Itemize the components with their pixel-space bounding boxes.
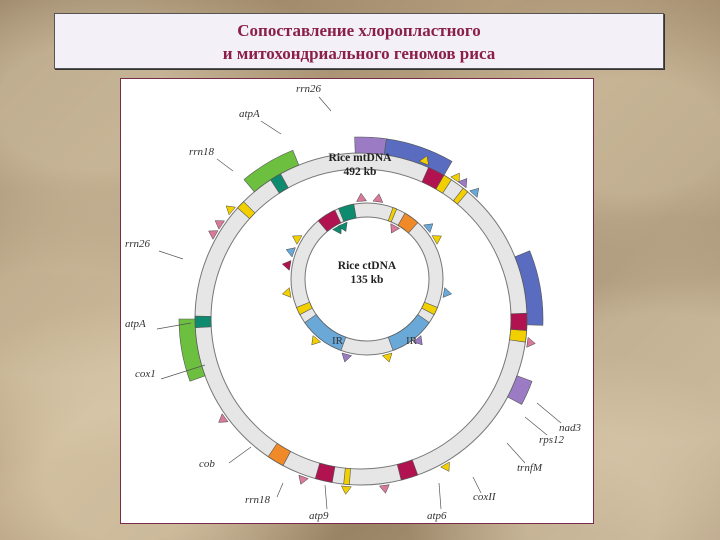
mt-outer-arc-green-top — [243, 149, 300, 193]
mt-marker-5 — [440, 461, 450, 472]
leader-coxII — [472, 476, 482, 494]
leader-atp6 — [438, 482, 442, 510]
mt-outer-arc-purple-top — [354, 136, 387, 155]
label-rrn18-bottom: rrn18 — [245, 494, 271, 506]
mt-gene-yellow-4 — [452, 187, 469, 205]
ct-gene-orange-1 — [397, 212, 419, 234]
label-trnfM: trnfM — [517, 462, 543, 474]
ct-ir-left-label: IR — [332, 335, 344, 347]
label-rps12: rps12 — [539, 434, 565, 446]
leader-rps12 — [524, 416, 548, 436]
ct-marker-5 — [412, 335, 423, 346]
leader-atpA-top — [260, 120, 282, 135]
mt-gene-rrn18-bottom — [314, 462, 336, 483]
mt-genome-size: 492 kb — [344, 166, 377, 178]
mt-gene-yellow-1 — [435, 174, 452, 194]
ct-ir-left-arc — [304, 314, 347, 351]
title-line-1: Сопоставление хлоропластного — [237, 21, 481, 40]
ct-genome-size: 135 kb — [351, 274, 384, 286]
label-leaders — [156, 96, 562, 510]
ct-inner-marker-1 — [337, 221, 348, 232]
mt-marker-1 — [450, 172, 460, 183]
mt-marker-6 — [378, 484, 390, 494]
mt-gene-atp9 — [343, 467, 351, 485]
leader-rrn26-left — [158, 250, 184, 260]
ct-gene-yellow-2 — [421, 301, 438, 316]
mt-marker-0 — [418, 155, 429, 166]
mt-gene-magenta-2 — [510, 312, 528, 331]
gene-segments — [178, 136, 544, 485]
label-rrn26-top: rrn26 — [296, 83, 322, 95]
mt-gene-atpA-left — [194, 315, 212, 329]
ct-marker-4 — [442, 287, 453, 298]
mt-marker-11 — [214, 220, 225, 230]
leader-rrn26-top — [318, 96, 332, 112]
ct-marker-8 — [311, 335, 322, 346]
mt-marker-12 — [225, 205, 236, 216]
mt-gene-cob — [267, 442, 291, 466]
ct-marker-0 — [356, 192, 368, 202]
ct-inner-marker-2 — [390, 223, 401, 234]
label-cox1: cox1 — [135, 368, 156, 380]
mt-marker-8 — [298, 474, 309, 485]
leader-nad3 — [536, 402, 562, 424]
leader-rrn18-bottom — [276, 482, 284, 498]
label-coxII: coxII — [473, 491, 497, 503]
label-atp6: atp6 — [427, 510, 447, 522]
ct-marker-9 — [281, 287, 292, 298]
ct-gene-yellow-3 — [296, 301, 313, 316]
label-atpA-left: atpA — [125, 318, 146, 330]
gene-markers — [208, 155, 536, 495]
label-atpA-top: atpA — [239, 108, 260, 120]
ct-genome-ring — [290, 202, 444, 356]
ct-marker-6 — [381, 352, 393, 363]
mt-genome-name: Rice mtDNA — [329, 152, 393, 164]
genome-maps-svg: Rice mtDNA 492 kb Rice ctDNA 135 kb IR I… — [125, 83, 582, 522]
mt-marker-9 — [218, 413, 229, 423]
mt-gene-atpA-top — [270, 173, 289, 194]
label-rrn26-left: rrn26 — [125, 238, 151, 250]
mt-gene-yellow-3 — [237, 201, 256, 220]
label-cob: cob — [199, 458, 215, 470]
ct-marker-3 — [431, 235, 442, 245]
mt-marker-2 — [469, 187, 480, 198]
ct-genome-name: Rice ctDNA — [338, 260, 397, 272]
leader-atpA-left — [156, 322, 192, 330]
ct-ir-right-label: IR — [406, 335, 418, 347]
slide-title: Сопоставление хлоропластного и митохондр… — [54, 13, 664, 69]
ct-marker-2 — [423, 223, 434, 234]
ct-marker-12 — [292, 235, 303, 245]
ct-gene-teal-1 — [338, 203, 357, 222]
mt-outer-arc-purple-right — [507, 375, 533, 405]
ct-ir-right-arc — [387, 314, 430, 351]
ct-marker-7 — [341, 352, 353, 363]
mt-marker-4 — [526, 336, 536, 348]
genome-comparison-figure: Rice mtDNA 492 kb Rice ctDNA 135 kb IR I… — [120, 78, 594, 524]
ct-gene-magenta-1 — [317, 209, 342, 232]
mt-marker-3 — [457, 178, 468, 189]
ct-marker-11 — [285, 247, 296, 258]
mt-marker-10 — [208, 230, 219, 240]
label-rrn18-top: rrn18 — [189, 146, 215, 158]
mt-outer-arc-blue-top — [383, 138, 453, 176]
label-nad3: nad3 — [559, 422, 582, 434]
ct-marker-10 — [281, 260, 292, 271]
leader-cox1 — [160, 364, 206, 380]
ct-marker-1 — [372, 193, 384, 203]
mt-gene-atp6 — [396, 459, 419, 481]
leader-trnfM — [506, 442, 526, 464]
mt-marker-7 — [340, 485, 352, 495]
mt-gene-yellow-2 — [509, 329, 527, 343]
ct-ring-outer-edge — [290, 202, 444, 356]
leader-rrn18-top — [216, 158, 234, 172]
ct-gene-yellow-1 — [387, 207, 398, 223]
title-line-2: и митохондриального геномов риса — [222, 44, 496, 63]
label-atp9: atp9 — [309, 510, 329, 522]
leader-cob — [228, 446, 252, 464]
leader-atp9 — [324, 484, 328, 510]
ct-ring-inner-edge — [304, 216, 430, 342]
ct-ring-band — [291, 203, 443, 355]
